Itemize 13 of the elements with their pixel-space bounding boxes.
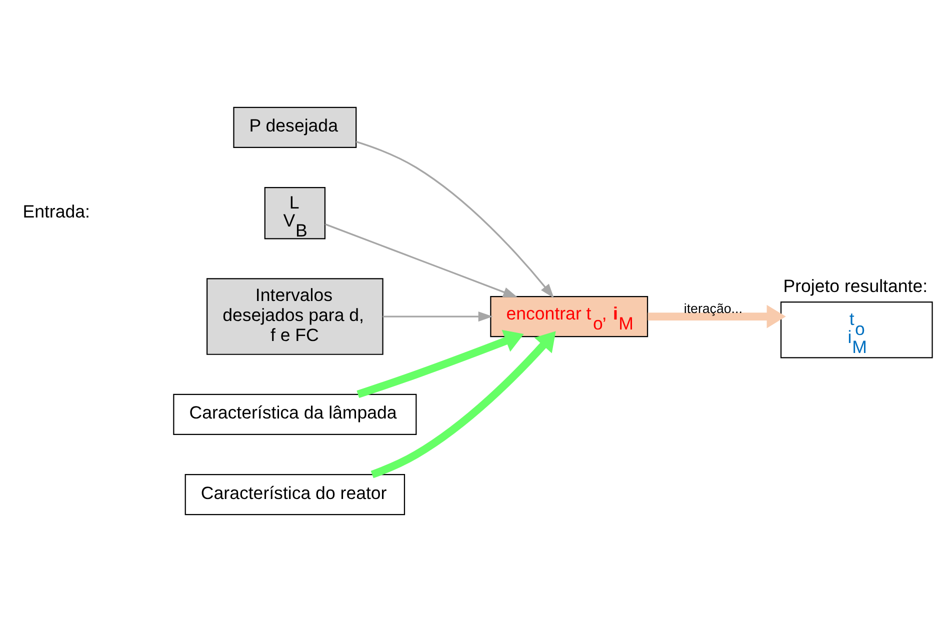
- arrow: [647, 304, 786, 328]
- node-box: Característica da lâmpada: [172, 394, 416, 436]
- arrow: [356, 330, 524, 398]
- arrow: [324, 223, 518, 298]
- arrow: [370, 331, 556, 478]
- node-box: Característica do reator: [184, 474, 405, 516]
- node-label: Projeto resultante:: [782, 276, 928, 296]
- edge-label: iteração...: [683, 300, 742, 316]
- label: Entrada:: [22, 201, 90, 222]
- arrow: [382, 312, 492, 322]
- node-box: Intervalos desejados para d, f e FC: [206, 278, 383, 355]
- arrow: [355, 140, 554, 298]
- node-box: P desejada: [232, 106, 356, 148]
